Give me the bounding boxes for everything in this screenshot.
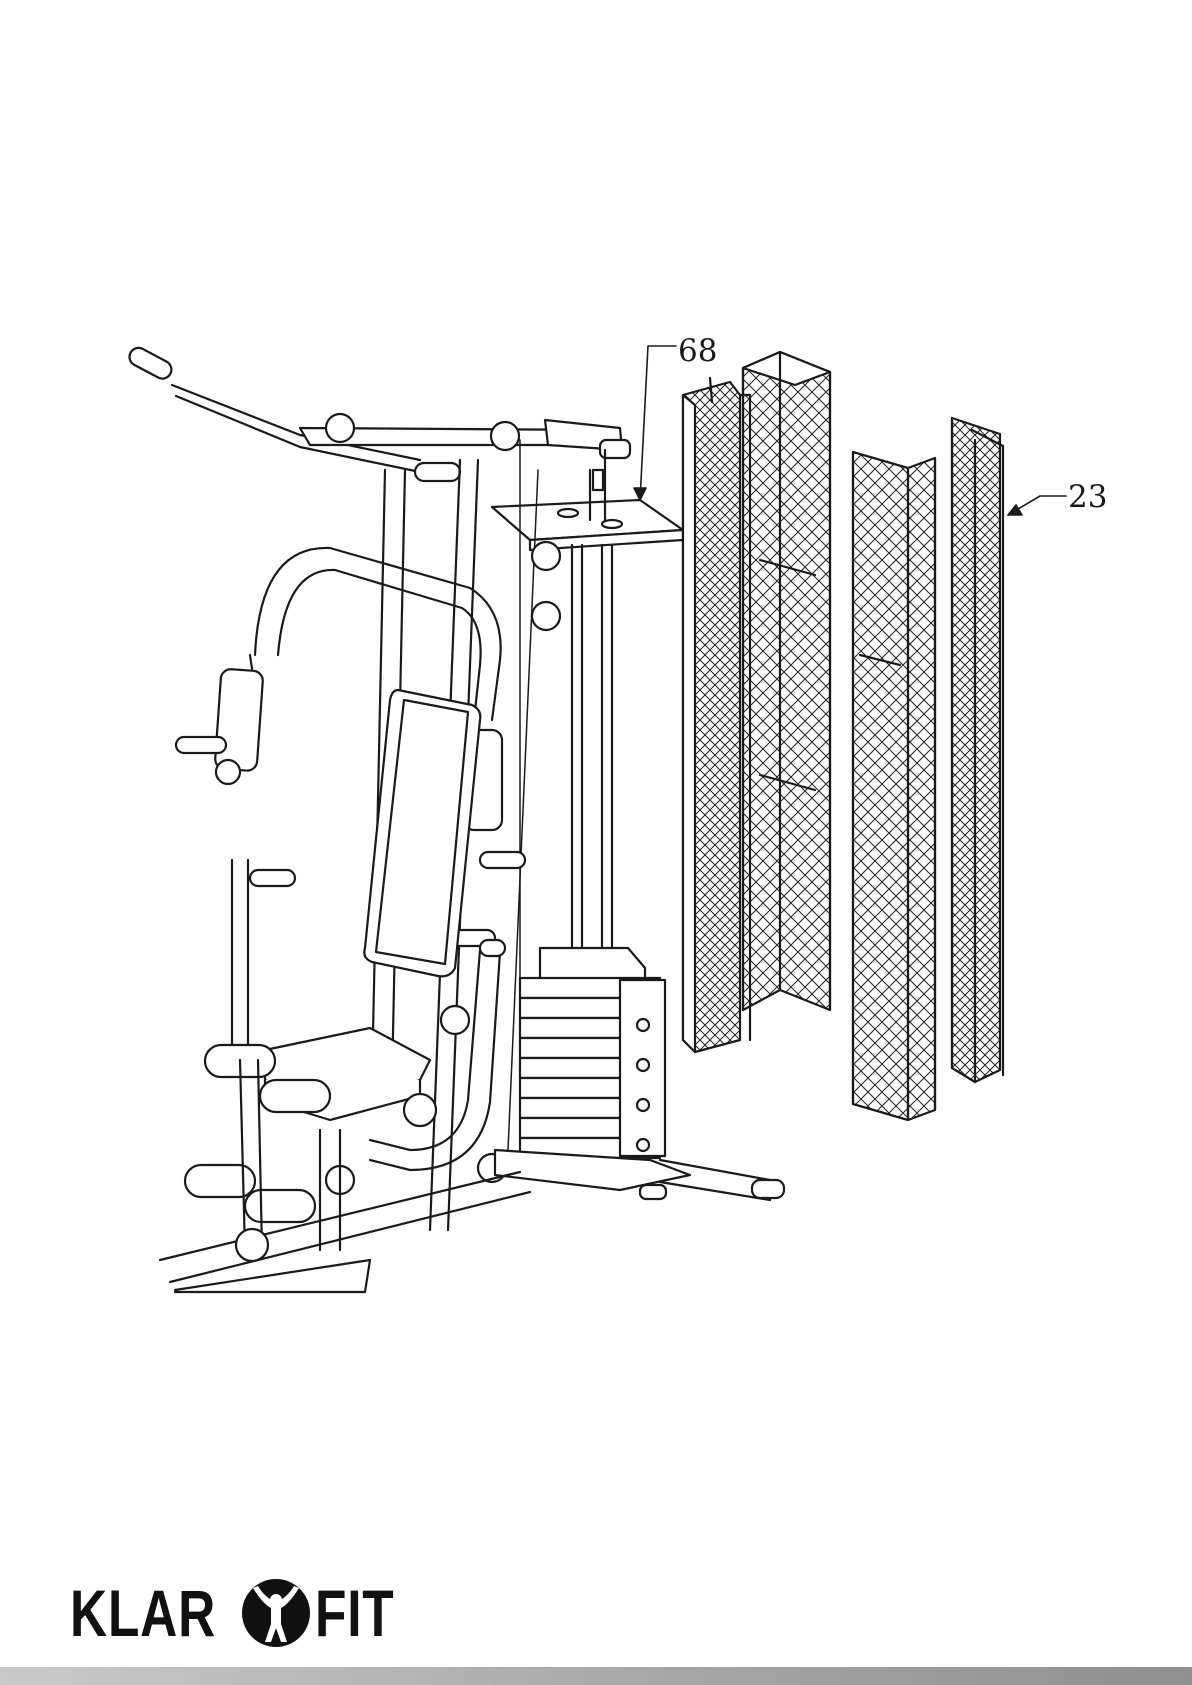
weight-plates [520, 948, 665, 1158]
callout-label-23: 23 [1068, 482, 1107, 513]
person-arms-raised-icon [241, 1578, 311, 1648]
shroud-panel-2 [743, 352, 830, 1010]
shroud-panel-3 [853, 452, 935, 1120]
lat-pulldown-bar [126, 345, 460, 481]
shroud-panel-1 [683, 378, 750, 1052]
logo-word-left: KLAR [70, 1575, 216, 1651]
brand-logo: KLAR FIT [70, 1578, 417, 1648]
logo-word-right: FIT [315, 1575, 395, 1651]
callout-label-68: 68 [678, 336, 717, 367]
guide-rods [572, 545, 612, 960]
top-crossbeam [300, 414, 630, 458]
shroud-panel-4 [952, 418, 1003, 1082]
footer-bar [0, 1667, 1192, 1685]
